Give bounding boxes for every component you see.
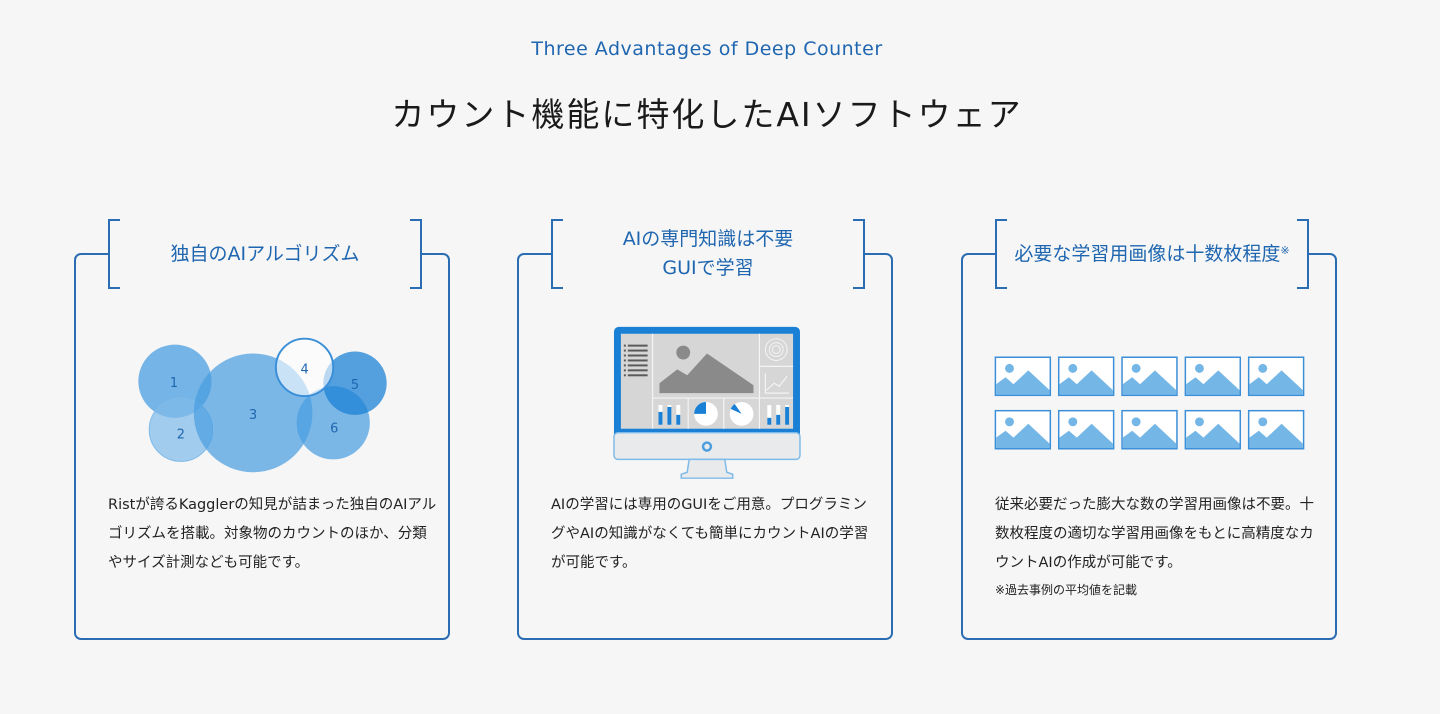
card-training-images: 必要な学習用画像は十数枚程度※ 従来必要だった膨大な数の学習用画像は不要。十数枚… (961, 219, 1337, 640)
target-icon (764, 338, 788, 361)
footnote-mark: ※ (1280, 243, 1290, 257)
list-icon (623, 344, 648, 377)
card-heading-text: AIの専門知識は不要 GUIで学習 (622, 228, 794, 279)
pie-chart-icon (694, 402, 718, 426)
circle-5 (323, 351, 387, 415)
line-chart-icon (764, 373, 790, 394)
circle-label: 5 (351, 378, 359, 393)
bracket-left (108, 219, 120, 289)
bracket-right (1297, 219, 1309, 289)
monitor-illustration (613, 326, 801, 479)
heading-text: 必要な学習用画像は十数枚程度 (1014, 242, 1281, 265)
image-placeholder-icon (994, 356, 1052, 397)
description-text: 従来必要だった膨大な数の学習用画像は不要。十数枚程度の適切な学習用画像をもとに高… (995, 497, 1314, 571)
footnote: ※過去事例の平均値を記載 (995, 583, 1138, 597)
bracket-left (551, 219, 563, 289)
image-placeholder-icon (1184, 356, 1242, 397)
image-placeholder-icon (1184, 409, 1242, 450)
circle-label: 3 (249, 408, 257, 423)
overlapping-circles-illustration: 1 2 3 4 5 6 (138, 337, 387, 473)
bracket-left (995, 219, 1007, 289)
card-heading-text: 必要な学習用画像は十数枚程度※ (1001, 219, 1303, 289)
card-heading: 必要な学習用画像は十数枚程度※ (995, 219, 1309, 289)
image-grid-illustration (994, 356, 1305, 450)
image-placeholder-icon (1121, 409, 1178, 450)
card-algorithm: 独自のAIアルゴリズム 1 2 3 4 5 6 Ristが誇るKagglerの知… (74, 219, 450, 640)
monitor-chin (613, 431, 801, 461)
card-gui: AIの専門知識は不要 GUIで学習 (517, 219, 893, 640)
circle-label: 6 (330, 422, 338, 437)
circle-label: 4 (300, 362, 308, 377)
bar-chart-icon (658, 404, 681, 425)
card-heading: 独自のAIアルゴリズム (108, 219, 422, 289)
section-eyebrow: Three Advantages of Deep Counter (531, 38, 883, 60)
section-title: カウント機能に特化したAIソフトウェア (391, 95, 1023, 134)
image-placeholder-icon (994, 409, 1052, 450)
circle-label: 1 (170, 376, 178, 391)
image-placeholder-icon (1247, 409, 1305, 450)
pie-chart-icon (729, 402, 754, 426)
card-description: AIの学習には専用のGUIをご用意。プログラミングやAIの知識がなくても簡単にカ… (551, 497, 869, 571)
circle-4 (274, 337, 335, 398)
image-placeholder-icon (659, 345, 754, 394)
bracket-right (853, 219, 865, 289)
circle-1 (138, 344, 212, 418)
card-heading: AIの専門知識は不要 GUIで学習 (551, 219, 865, 289)
circle-label: 2 (177, 428, 185, 443)
monitor-stand (680, 458, 734, 479)
image-placeholder-icon (1247, 356, 1305, 397)
power-button-icon (701, 441, 713, 452)
image-placeholder-icon (1121, 356, 1178, 397)
card-heading-text: 独自のAIアルゴリズム (170, 242, 360, 265)
card-description: Ristが誇るKagglerの知見が詰まった独自のAIアルゴリズムを搭載。対象物… (108, 497, 437, 571)
card-description: 従来必要だった膨大な数の学習用画像は不要。十数枚程度の適切な学習用画像をもとに高… (995, 491, 1325, 600)
image-placeholder-icon (1057, 356, 1115, 397)
image-placeholder-icon (1057, 409, 1115, 450)
bar-chart-icon (767, 404, 790, 425)
bracket-right (410, 219, 422, 289)
